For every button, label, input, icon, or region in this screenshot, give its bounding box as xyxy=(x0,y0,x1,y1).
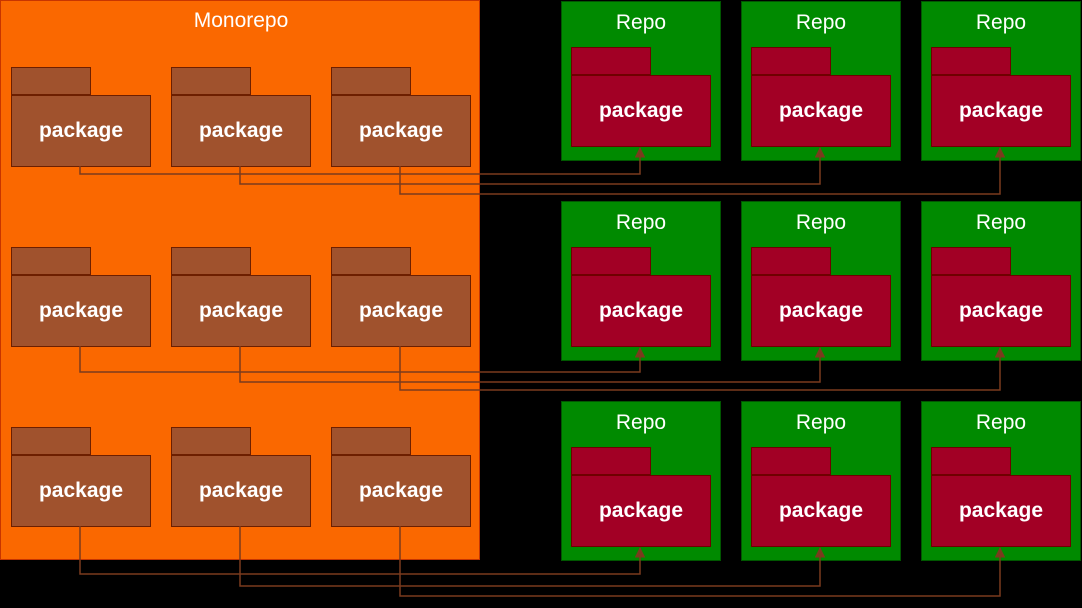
package-tab xyxy=(751,247,831,275)
repo-package[interactable]: package xyxy=(571,247,711,347)
repo-container: Repo package xyxy=(741,401,901,561)
dependency-connector xyxy=(399,346,1006,391)
monorepo-container: Monorepo package package package package… xyxy=(0,0,480,560)
package-tab xyxy=(931,247,1011,275)
repo-title: Repo xyxy=(975,211,1027,234)
package-tab xyxy=(11,67,91,95)
package-label: package xyxy=(571,475,711,547)
package-tab xyxy=(571,247,651,275)
package-label: package xyxy=(751,75,891,147)
repo-package[interactable]: package xyxy=(571,447,711,547)
monorepo-package[interactable]: package xyxy=(11,67,151,167)
repo-package[interactable]: package xyxy=(571,47,711,147)
repo-title: Repo xyxy=(615,11,667,34)
monorepo-package[interactable]: package xyxy=(171,427,311,527)
repo-container: Repo package xyxy=(741,1,901,161)
package-tab xyxy=(11,247,91,275)
package-label: package xyxy=(751,275,891,347)
repo-container: Repo package xyxy=(561,1,721,161)
repo-title: Repo xyxy=(795,11,847,34)
monorepo-package[interactable]: package xyxy=(331,247,471,347)
package-tab xyxy=(171,427,251,455)
package-label: package xyxy=(931,75,1071,147)
package-label: package xyxy=(931,475,1071,547)
package-tab xyxy=(931,47,1011,75)
package-tab xyxy=(11,427,91,455)
package-label: package xyxy=(11,455,151,527)
repo-container: Repo package xyxy=(561,401,721,561)
monorepo-package[interactable]: package xyxy=(171,247,311,347)
repo-container: Repo package xyxy=(561,201,721,361)
package-tab xyxy=(751,47,831,75)
package-tab xyxy=(571,47,651,75)
monorepo-package[interactable]: package xyxy=(11,247,151,347)
monorepo-package[interactable]: package xyxy=(331,67,471,167)
package-label: package xyxy=(171,455,311,527)
monorepo-package[interactable]: package xyxy=(331,427,471,527)
dependency-connector xyxy=(399,526,1006,597)
dependency-connector xyxy=(239,526,826,587)
package-tab xyxy=(331,427,411,455)
dependency-connector xyxy=(239,146,826,185)
package-label: package xyxy=(11,275,151,347)
monorepo-title: Monorepo xyxy=(193,9,289,32)
monorepo-package[interactable]: package xyxy=(171,67,311,167)
package-tab xyxy=(751,447,831,475)
repo-title: Repo xyxy=(795,211,847,234)
package-tab xyxy=(571,447,651,475)
repo-package[interactable]: package xyxy=(931,247,1071,347)
repo-package[interactable]: package xyxy=(751,447,891,547)
repo-container: Repo package xyxy=(921,201,1081,361)
package-label: package xyxy=(331,455,471,527)
dependency-connector xyxy=(79,146,646,175)
repo-title: Repo xyxy=(975,11,1027,34)
repo-title: Repo xyxy=(615,211,667,234)
package-tab xyxy=(171,67,251,95)
repo-container: Repo package xyxy=(921,401,1081,561)
repo-package[interactable]: package xyxy=(931,47,1071,147)
monorepo-package[interactable]: package xyxy=(11,427,151,527)
package-label: package xyxy=(931,275,1071,347)
dependency-connector xyxy=(399,146,1006,195)
repo-title: Repo xyxy=(975,411,1027,434)
package-label: package xyxy=(171,95,311,167)
repo-container: Repo package xyxy=(741,201,901,361)
package-tab xyxy=(331,67,411,95)
repo-title: Repo xyxy=(795,411,847,434)
package-tab xyxy=(171,247,251,275)
repo-package[interactable]: package xyxy=(751,247,891,347)
package-label: package xyxy=(571,275,711,347)
package-label: package xyxy=(571,75,711,147)
package-tab xyxy=(931,447,1011,475)
package-tab xyxy=(331,247,411,275)
package-label: package xyxy=(751,475,891,547)
package-label: package xyxy=(171,275,311,347)
repo-package[interactable]: package xyxy=(931,447,1071,547)
repo-package[interactable]: package xyxy=(751,47,891,147)
package-label: package xyxy=(331,275,471,347)
package-label: package xyxy=(11,95,151,167)
dependency-connector xyxy=(79,526,646,575)
dependency-connector xyxy=(239,346,826,383)
repo-container: Repo package xyxy=(921,1,1081,161)
repo-title: Repo xyxy=(615,411,667,434)
package-label: package xyxy=(331,95,471,167)
dependency-connector xyxy=(79,346,646,373)
